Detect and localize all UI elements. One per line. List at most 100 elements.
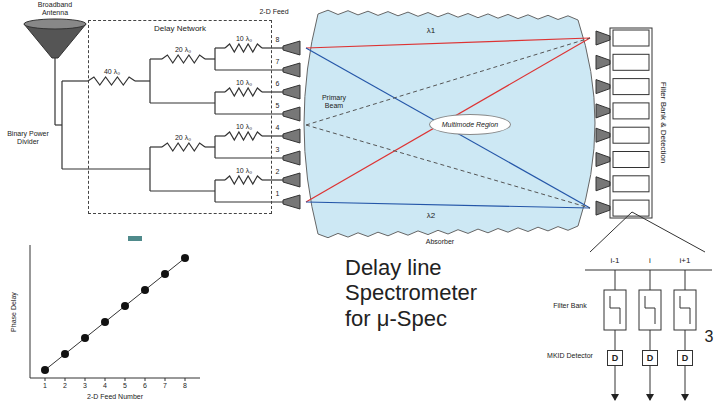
feed-number: 5: [273, 102, 282, 110]
stroke: [685, 270, 686, 290]
tick-label: 5: [120, 382, 130, 390]
filter-box: [613, 176, 649, 192]
stroke: [650, 270, 651, 290]
filter-box: [613, 200, 649, 216]
stroke: [650, 330, 651, 350]
delay-length: 10 λ₀: [223, 123, 265, 131]
stroke: [215, 201, 283, 202]
tick-label: 4: [100, 382, 110, 390]
stroke: [650, 366, 651, 400]
stroke: [214, 136, 215, 158]
axis-title: Phase Delay: [10, 292, 18, 332]
filter-box: [613, 54, 649, 70]
stroke: [205, 58, 215, 59]
axis-title: 2-D Feed Number: [60, 393, 170, 401]
delay-resistor: [225, 132, 262, 140]
filter-bank-label: Filter Bank: [546, 302, 594, 310]
data-point: [41, 366, 49, 374]
stroke: [105, 378, 106, 381]
stroke: [262, 47, 283, 48]
stroke: [61, 81, 62, 169]
detector-letter: D: [678, 351, 692, 365]
delay-resistor: [225, 88, 262, 96]
stroke: [150, 190, 215, 191]
channel-index: i-1: [600, 256, 630, 265]
feed-number: 2: [273, 168, 282, 176]
stroke: [150, 58, 162, 59]
feed-number: 3: [273, 146, 282, 154]
detector-box: D: [677, 350, 693, 366]
stroke: [149, 59, 150, 103]
feed-number: 7: [273, 58, 282, 66]
delay-network-box: Delay Network: [88, 20, 272, 214]
delay-length: 10 λ₀: [223, 167, 265, 175]
stroke: [674, 290, 696, 330]
output-horn: [596, 177, 610, 191]
absorber-label: Absorber: [415, 238, 465, 246]
tick-label: 2: [60, 382, 70, 390]
stroke: [185, 378, 186, 381]
output-horn: [596, 128, 610, 142]
stroke: [125, 378, 126, 381]
feed-number: 1: [273, 190, 282, 198]
data-point: [181, 254, 189, 262]
delay-length: 10 λ₀: [223, 79, 265, 87]
filter-box: [613, 152, 649, 168]
output-horn: [596, 31, 610, 45]
delay-length: 10 λ₀: [223, 35, 265, 43]
data-point: [61, 350, 69, 358]
wavelength-label: λ1: [420, 26, 442, 35]
filter-bank-label: Filter Bank & Detection: [658, 82, 667, 164]
feed-number: 4: [273, 124, 282, 132]
output-horn: [596, 80, 610, 94]
stroke: [262, 91, 283, 92]
feed-horn: [283, 85, 300, 99]
region-label: Multimode Region: [442, 121, 498, 128]
stroke: [205, 146, 215, 147]
feed-horn: [283, 129, 300, 143]
stroke: [215, 47, 225, 48]
feed-horn: [283, 173, 300, 187]
data-point: [141, 286, 149, 294]
data-point: [161, 270, 169, 278]
stroke: [215, 179, 225, 180]
stroke: [62, 168, 150, 169]
tick-label: 1: [40, 382, 50, 390]
feed-horns: [283, 41, 300, 209]
wavelength-label: λ2: [420, 211, 442, 220]
output-horn: [596, 55, 610, 69]
rays: [306, 38, 590, 208]
feed-horn: [283, 63, 300, 77]
channel-index: i: [635, 256, 665, 265]
stroke: [215, 69, 283, 70]
divider-label: Binary Power Divider: [6, 130, 50, 146]
filter-box: [613, 103, 649, 119]
stroke: [65, 378, 66, 381]
filter-symbol: [645, 296, 655, 324]
feed-horn: [283, 195, 300, 209]
delay-length: 20 λ₀: [163, 46, 203, 54]
stroke: [214, 180, 215, 202]
delay-resistor: [225, 176, 262, 184]
stroke: [45, 378, 46, 381]
detector-label: MKID Detector: [546, 352, 594, 360]
multimode-region: Multimode Region: [429, 114, 511, 135]
stroke: [215, 157, 283, 158]
stroke: [149, 147, 150, 191]
stroke: [145, 378, 146, 381]
stroke: [685, 366, 686, 400]
stroke: [262, 135, 283, 136]
stroke: [150, 146, 162, 147]
data-point: [101, 318, 109, 326]
filter-bank-frame: [610, 28, 652, 218]
stroke: [685, 330, 686, 350]
filter-box: [613, 79, 649, 95]
filter-box: [613, 127, 649, 143]
feed-horn: [283, 41, 300, 55]
output-horn: [596, 104, 610, 118]
stroke: [62, 80, 88, 81]
antenna-label: Broadband Antenna: [34, 1, 76, 17]
stroke: [165, 378, 166, 381]
lens-region: [304, 10, 595, 238]
delay-lines: [62, 44, 283, 202]
